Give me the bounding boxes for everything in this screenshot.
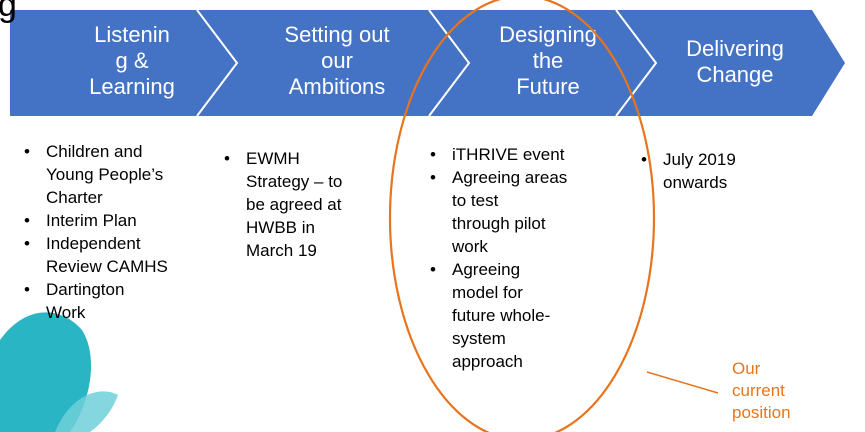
- decorative-leaf-shape: [0, 312, 92, 432]
- step-divider: [196, 9, 239, 117]
- step-label-listening: Listenin g & Learning: [89, 22, 175, 99]
- list-item: Agreeing areas to test through pilot wor…: [426, 166, 616, 258]
- column-delivering-items: July 2019 onwards: [637, 148, 827, 194]
- list-item: Children and Young People’s Charter: [20, 140, 220, 209]
- list-item: iTHRIVE event: [426, 143, 616, 166]
- decorative-leaf-shape-light: [55, 391, 118, 432]
- heading-fragment: g: [0, 0, 17, 24]
- step-label-designing: Designing the Future: [499, 22, 597, 99]
- list-item: Independent Review CAMHS: [20, 232, 220, 278]
- column-designing-items: iTHRIVE event Agreeing areas to test thr…: [426, 143, 616, 373]
- current-position-note: Our current position: [732, 359, 791, 422]
- list-item: Interim Plan: [20, 209, 220, 232]
- step-label-ambitions: Setting out our Ambitions: [284, 22, 390, 99]
- list-item: Agreeing model for future whole- system …: [426, 258, 616, 373]
- process-step-shape: [10, 10, 237, 116]
- step-label-delivering: Delivering Change: [686, 36, 784, 87]
- list-item: July 2019 onwards: [637, 148, 827, 194]
- process-step-shape: [616, 10, 845, 116]
- column-listening-items: Children and Young People’s Charter Inte…: [20, 140, 220, 324]
- list-item: Dartington Work: [20, 278, 220, 324]
- column-ambitions-items: EWMH Strategy – to be agreed at HWBB in …: [220, 147, 390, 262]
- list-item: EWMH Strategy – to be agreed at HWBB in …: [220, 147, 390, 262]
